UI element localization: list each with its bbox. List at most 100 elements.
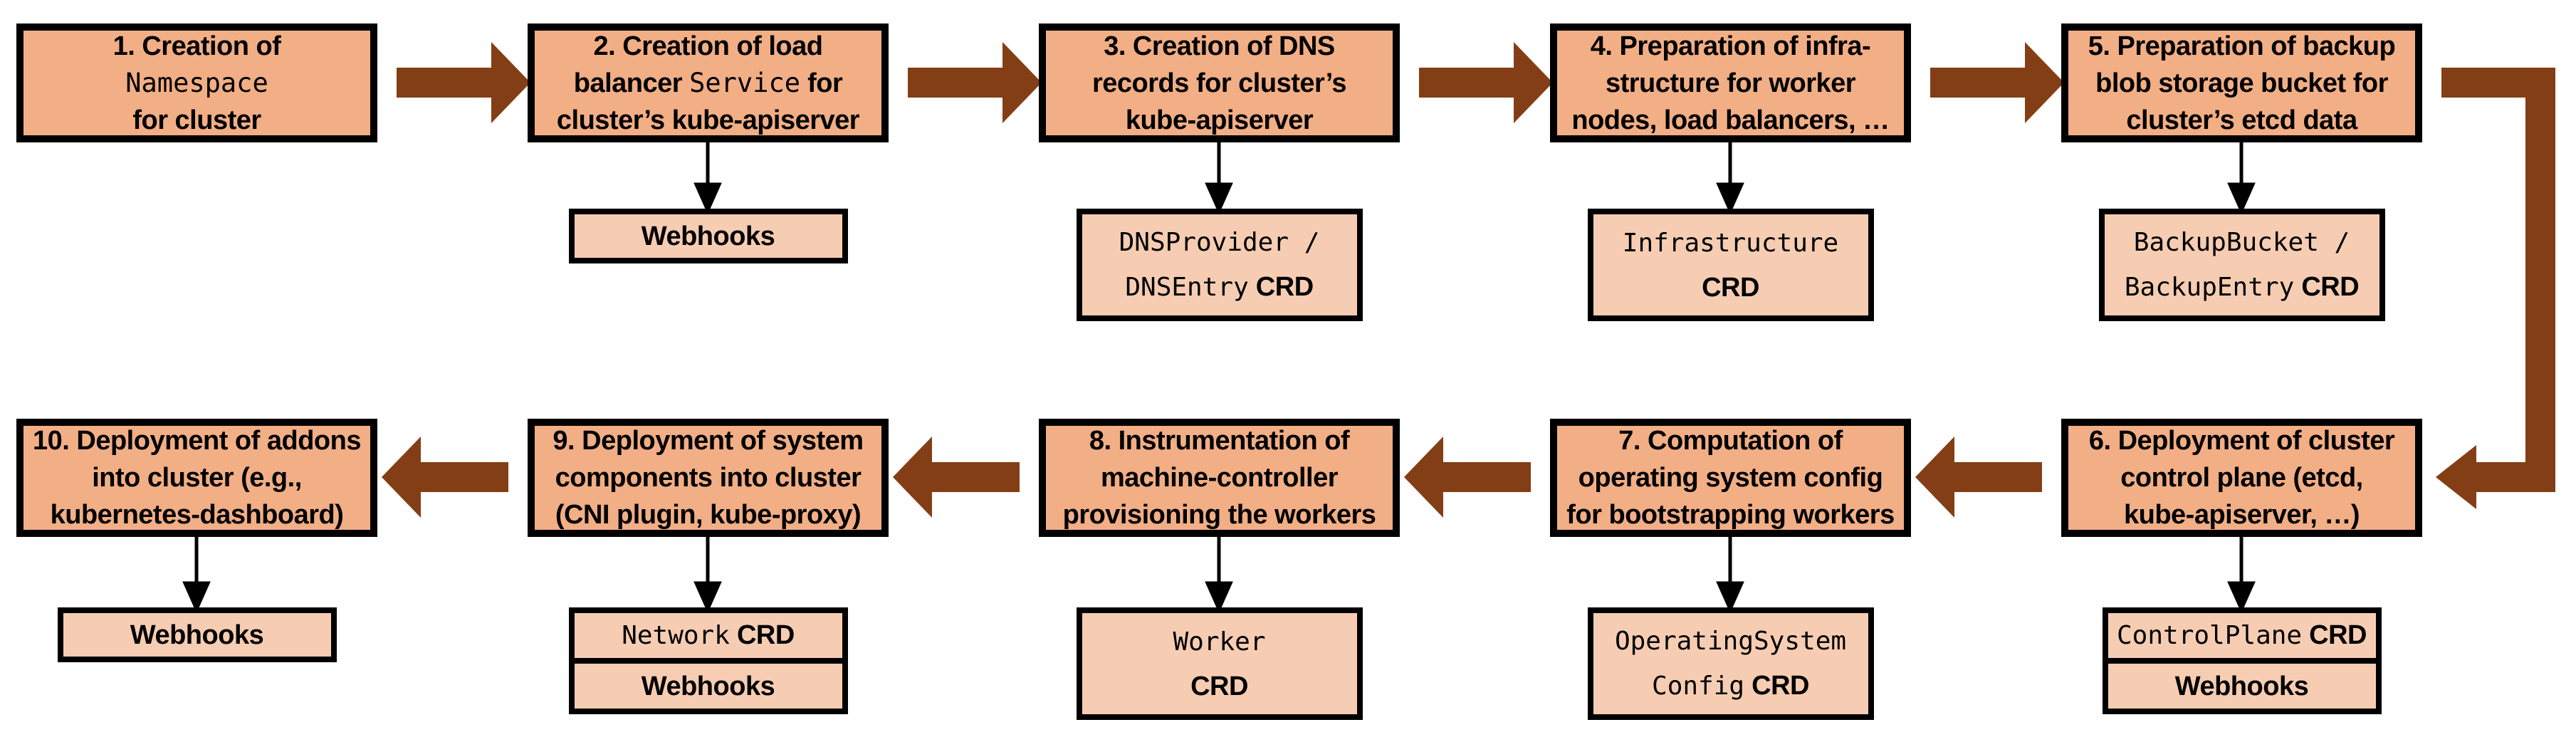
label-text: blob storage bucket for <box>2095 68 2388 98</box>
resource-name: Infrastructure <box>1622 228 1839 258</box>
label-text: kubernetes-dashboard) <box>50 500 344 530</box>
step-title-line: operating system config <box>1578 459 1883 496</box>
step-title-line: 10. Deployment of addons <box>33 422 361 459</box>
step-title-line: 7. Computation of <box>1618 422 1843 459</box>
label-text: (CNI plugin, kube-proxy) <box>555 500 862 530</box>
flow-arrow-2-3 <box>908 42 1042 123</box>
down-arrowhead-step-6 <box>2227 581 2256 614</box>
step-title-line: Namespace <box>125 65 268 102</box>
label-text: 9. Deployment of system <box>553 426 864 456</box>
artifact-cell: ControlPlane CRD <box>2108 613 2376 658</box>
artifact-line: OperatingSystem <box>1615 619 1846 664</box>
label-text: Webhooks <box>641 221 775 251</box>
step-title-line: 3. Creation of DNS <box>1104 28 1335 65</box>
label-text: balancer <box>573 68 690 98</box>
label-text: 8. Instrumentation of <box>1089 426 1350 456</box>
step-title-line: for bootstrapping workers <box>1566 496 1895 533</box>
down-arrowhead-step-5 <box>2227 182 2256 215</box>
step-3-dns-records: 3. Creation of DNS records for cluster’s k… <box>1039 23 1400 142</box>
label-text: kube-apiserver, …) <box>2123 500 2360 530</box>
artifact-cell: Webhooks <box>574 658 842 709</box>
resource-name: Namespace <box>125 67 268 98</box>
artifact-cell: DNSProvider /DNSEntry CRD <box>1082 214 1357 315</box>
step-5-backup-bucket: 5. Preparation of backup blob storage buc… <box>2061 23 2422 142</box>
step-title-line: kubernetes-dashboard) <box>51 496 344 533</box>
artifact-line: CRD <box>1702 266 1759 310</box>
resource-name: ControlPlane <box>2117 621 2303 650</box>
flow-arrow-6-7 <box>1915 437 2042 518</box>
artifact-line: BackupEntry CRD <box>2125 265 2360 310</box>
step-10-addons-artifact: Webhooks <box>57 607 337 662</box>
step-title-line: (CNI plugin, kube-proxy) <box>555 496 862 533</box>
label-text: CRD <box>1702 272 1759 303</box>
artifact-line: Webhooks <box>642 214 775 258</box>
label-text: 5. Preparation of backup <box>2088 31 2396 61</box>
label-text: CRD <box>1190 671 1248 701</box>
step-title-line: machine-controller <box>1100 459 1339 496</box>
artifact-line: ControlPlane CRD <box>2117 613 2367 658</box>
down-arrowhead-step-10 <box>182 581 211 614</box>
step-title-line: components into cluster <box>555 459 862 496</box>
resource-name: DNSEntry <box>1125 273 1249 302</box>
step-2-load-balancer-service-artifact: Webhooks <box>568 209 848 263</box>
label-text: control plane (etcd, <box>2120 463 2363 493</box>
step-title-line: kube-apiserver, …) <box>2124 496 2360 533</box>
resource-name: OperatingSystem <box>1614 627 1847 656</box>
label-text: 3. Creation of DNS <box>1104 31 1335 61</box>
label-text: 7. Computation of <box>1618 426 1843 456</box>
label-text: structure for worker <box>1605 68 1856 98</box>
down-arrowhead-step-4 <box>1716 182 1744 215</box>
flow-arrow-1-2 <box>397 42 530 123</box>
artifact-line: Worker <box>1173 620 1265 664</box>
flow-arrow-3-4 <box>1419 42 1553 123</box>
artifact-cell: Webhooks <box>2108 658 2376 709</box>
label-text: Webhooks <box>641 671 775 701</box>
flow-arrow-8-9 <box>893 437 1020 518</box>
resource-name: Service <box>689 67 801 98</box>
label-text: 6. Deployment of cluster <box>2088 426 2395 456</box>
step-6-control-plane: 6. Deployment of cluster control plane (e… <box>2061 419 2422 537</box>
artifact-line: Network CRD <box>622 613 795 658</box>
label-text: CRD <box>2302 620 2367 650</box>
artifact-cell: BackupBucket /BackupEntry CRD <box>2105 214 2379 315</box>
step-3-dns-records-artifact: DNSProvider /DNSEntry CRD <box>1076 209 1363 321</box>
label-text: operating system config <box>1578 463 1883 493</box>
label-text: nodes, load balancers, … <box>1571 105 1890 135</box>
resource-name: Network <box>622 621 730 650</box>
artifact-line: CRD <box>1190 664 1248 709</box>
step-5-backup-bucket-artifact: BackupBucket /BackupEntry CRD <box>2098 209 2385 321</box>
label-text: for cluster <box>132 105 261 135</box>
step-7-os-config: 7. Computation of operating system config… <box>1550 419 1911 537</box>
artifact-cell: Webhooks <box>63 613 331 657</box>
step-title-line: cluster’s kube-apiserver <box>556 102 860 139</box>
step-title-line: control plane (etcd, <box>2120 459 2363 496</box>
down-arrows <box>182 142 2256 614</box>
artifact-cell: Network CRD <box>575 613 842 658</box>
step-9-system-components-artifact: Network CRD Webhooks <box>568 607 848 714</box>
elbow-connector-5-6 <box>2436 68 2555 509</box>
down-arrowhead-step-2 <box>693 182 722 215</box>
label-text: Webhooks <box>2174 671 2309 701</box>
label-text: machine-controller <box>1100 463 1339 493</box>
label-text: Webhooks <box>130 620 264 650</box>
down-arrowhead-step-9 <box>693 581 722 614</box>
step-title-line: 1. Creation of <box>113 28 281 65</box>
resource-name: Worker <box>1173 627 1266 657</box>
label-text: CRD <box>729 620 795 650</box>
label-text: CRD <box>2294 272 2360 302</box>
label-text: CRD <box>1744 671 1809 701</box>
label-text: CRD <box>1248 272 1314 302</box>
step-title-line: kube-apiserver <box>1126 102 1314 139</box>
label-text: records for cluster’s <box>1092 68 1346 98</box>
down-arrowhead-step-7 <box>1716 581 1744 614</box>
label-text: cluster’s kube-apiserver <box>556 105 860 135</box>
artifact-line: Config CRD <box>1652 664 1809 709</box>
